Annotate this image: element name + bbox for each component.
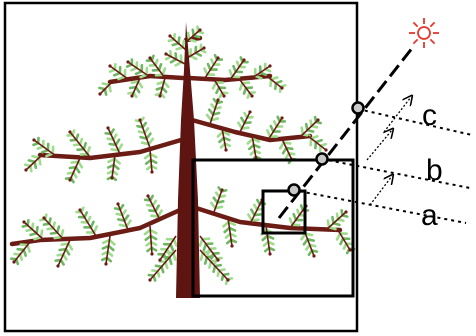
branch-top-frond	[167, 32, 187, 51]
branch-middle-left-frond	[106, 154, 121, 182]
dotted-line-a	[292, 189, 467, 224]
sun-ray	[277, 46, 415, 219]
branch-middle-right-frond	[299, 115, 323, 138]
branch-upper-right-frond	[211, 78, 229, 99]
branch-middle-left-frond	[143, 149, 158, 174]
medium-box	[191, 158, 355, 298]
branch-upper-left-frond	[127, 77, 144, 99]
label-a: a	[421, 199, 438, 232]
branch-middle-right-frond	[205, 98, 223, 125]
branch-lower-right-frond	[335, 229, 356, 255]
branch-middle-left-frond	[134, 116, 155, 149]
branch-upper-right	[186, 73, 273, 83]
branch-lower-left-frond	[143, 225, 158, 256]
label-c: c	[422, 99, 437, 132]
branch-upper-left-frond	[145, 54, 167, 79]
branch-middle-left-frond	[66, 129, 91, 158]
small-box	[261, 189, 307, 235]
branch-middle-right-frond	[216, 127, 232, 152]
tree-foliage	[9, 25, 356, 286]
outer-frame	[3, 1, 359, 333]
dotted-line-c	[357, 108, 473, 136]
base-frond	[147, 249, 177, 282]
branch-middle-right-frond	[307, 135, 328, 153]
branch-lower-left-frond	[100, 235, 116, 266]
branch-lower-left-frond	[39, 213, 65, 241]
branch-lower-left-frond	[21, 219, 45, 241]
sun-icon	[409, 18, 439, 48]
base-frond	[198, 235, 223, 265]
branch-upper-right-frond	[238, 79, 256, 99]
branch-lower-right-frond	[325, 209, 349, 231]
node-small-box	[287, 183, 301, 197]
branch-top-frond	[185, 25, 205, 43]
direction-arrow-b	[366, 130, 392, 161]
direction-arrow-c	[383, 97, 411, 133]
label-b: b	[426, 154, 443, 187]
branch-middle-left-frond	[23, 154, 43, 173]
node-medium-box	[315, 152, 329, 166]
branch-middle-left-frond	[32, 136, 57, 158]
branch-upper-right-frond	[228, 56, 249, 81]
branch-top-frond	[186, 43, 207, 61]
branch-lower-left	[9, 207, 183, 247]
branch-lower-left-frond	[113, 202, 132, 231]
branch-upper-left-frond	[108, 63, 129, 81]
dotted-line-b	[321, 158, 471, 189]
branch-lower-right	[193, 205, 343, 233]
branch-upper-right-frond	[267, 76, 287, 93]
branch-middle-right-frond	[237, 110, 254, 133]
branch-lower-left-frond	[75, 206, 99, 237]
direction-arrow-a	[369, 176, 392, 206]
branch-lower-left-frond	[10, 241, 31, 266]
branch-lower-left-frond	[143, 194, 163, 221]
branch-upper-right-frond	[203, 53, 224, 79]
base-frond	[199, 249, 234, 286]
branch-top-frond	[164, 49, 186, 67]
branch-lower-left-frond	[54, 239, 74, 268]
branch-upper-left-frond	[125, 58, 151, 79]
branch-lower-right-frond	[222, 217, 238, 248]
branch-upper-left	[107, 73, 186, 85]
branch-upper-right-frond	[251, 62, 272, 80]
node-outer-frame	[351, 101, 365, 115]
branch-upper-left-frond	[154, 77, 170, 99]
branch-middle-left-frond	[64, 157, 84, 184]
base-frond	[157, 235, 178, 262]
branch-lower-right-frond	[210, 186, 228, 213]
branch-middle-right-frond	[266, 115, 287, 141]
branch-upper-left-frond	[98, 81, 113, 96]
branch-middle-left-frond	[104, 126, 124, 155]
